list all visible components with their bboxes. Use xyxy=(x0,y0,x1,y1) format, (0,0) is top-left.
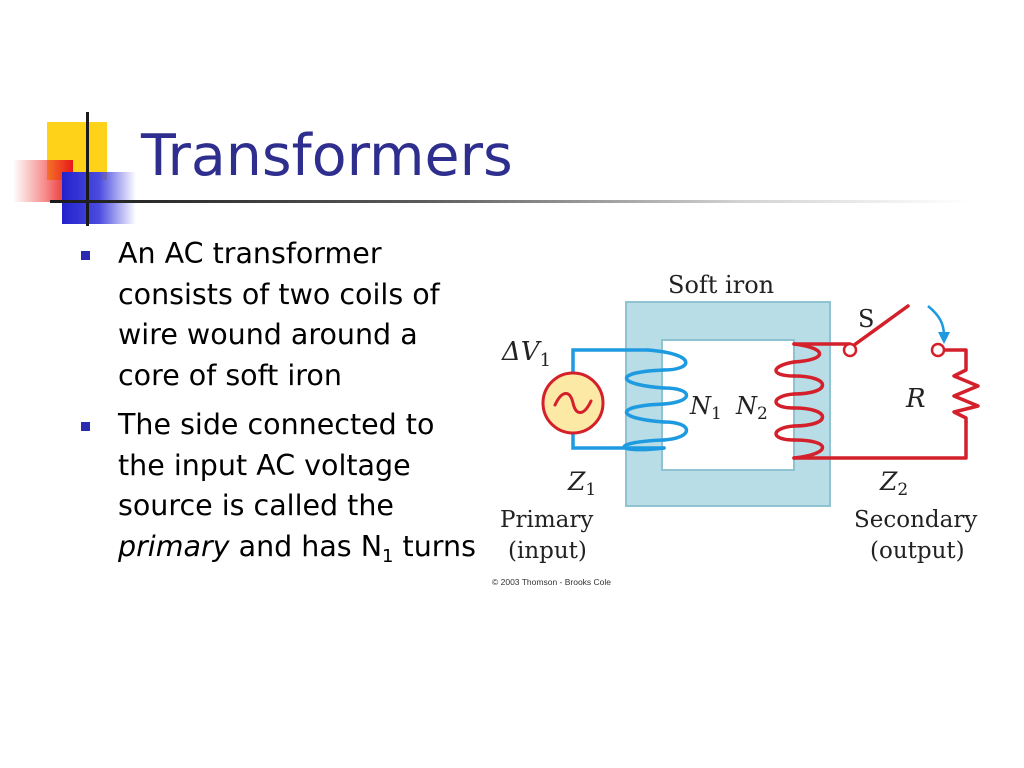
n2-label-main: N xyxy=(735,392,758,420)
source-label: ΔV1 xyxy=(501,337,551,371)
primary-label-line2: (input) xyxy=(508,538,587,564)
switch-arrow-icon xyxy=(927,305,946,337)
source-label-main: ΔV xyxy=(501,337,542,367)
switch-terminal-right xyxy=(930,342,946,358)
z1-label-sub: 1 xyxy=(585,480,596,500)
soft-iron-core xyxy=(625,301,831,507)
bullet-text-mid: and has N xyxy=(229,529,383,563)
switch-blade xyxy=(848,304,910,350)
bullet-emphasis: primary xyxy=(118,529,230,563)
resistor-zigzag-icon xyxy=(936,348,980,424)
n2-label-sub: 2 xyxy=(757,404,768,424)
title-underline xyxy=(50,200,970,203)
switch-terminal-left xyxy=(842,342,858,358)
primary-circuit xyxy=(571,348,688,452)
bullet-text-start: The side connected to the input AC volta… xyxy=(118,408,435,522)
logo-vertical-line xyxy=(86,112,89,226)
source-label-sub: 1 xyxy=(540,350,551,371)
copyright-label: © 2003 Thomson - Brooks Cole xyxy=(492,577,611,587)
bullet-square-icon xyxy=(81,422,90,431)
resistor-label: R xyxy=(905,384,926,414)
page-title: Transformers xyxy=(141,123,513,189)
n1-label-sub: 1 xyxy=(711,404,722,424)
n2-label: N2 xyxy=(735,392,768,424)
secondary-label-line2: (output) xyxy=(870,538,965,564)
switch-arrow-head xyxy=(938,332,950,344)
z1-label: Z1 xyxy=(567,467,596,500)
bullet-item-2: The side connected to the input AC volta… xyxy=(78,405,488,567)
z1-label-main: Z xyxy=(567,467,586,496)
z2-label-main: Z xyxy=(879,467,898,496)
n1-label: N1 xyxy=(689,392,722,424)
n1-label-main: N xyxy=(689,392,712,420)
bullet-text: An AC transformer consists of two coils … xyxy=(118,237,440,392)
z2-label: Z2 xyxy=(879,467,908,500)
core-label: Soft iron xyxy=(668,271,774,299)
primary-label-line1: Primary xyxy=(500,507,593,533)
bullet-subscript: 1 xyxy=(382,545,394,567)
bullet-square-icon xyxy=(81,251,90,260)
switch-label: S xyxy=(858,305,874,333)
secondary-label-line1: Secondary xyxy=(854,507,977,533)
sine-wave-icon xyxy=(553,392,593,414)
logo-blue-square xyxy=(62,172,136,224)
bullet-list: An AC transformer consists of two coils … xyxy=(78,234,488,576)
z2-label-sub: 2 xyxy=(897,480,908,500)
bullet-item-1: An AC transformer consists of two coils … xyxy=(78,234,488,396)
transformer-diagram: Soft iron S ΔV1 N1 N2 R Z1 Z2 Primary (i… xyxy=(492,271,980,587)
bullet-text-end: turns xyxy=(393,529,476,563)
